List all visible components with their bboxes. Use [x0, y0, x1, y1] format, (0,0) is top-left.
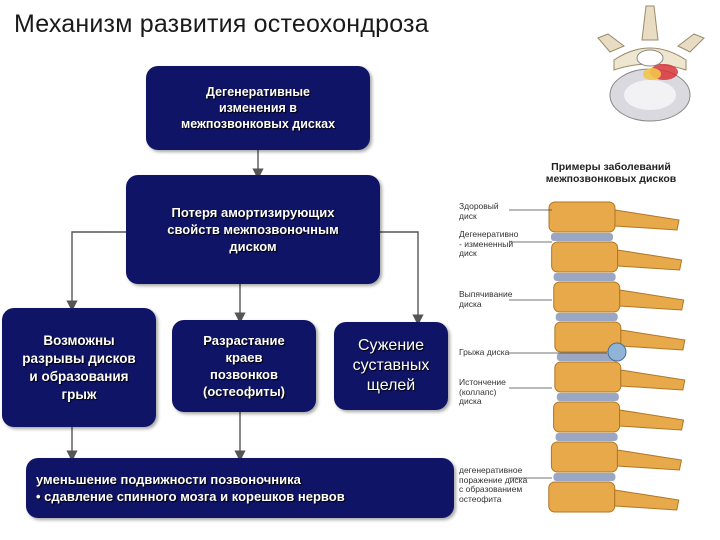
label-disc-hernia: Грыжа диска	[459, 347, 510, 357]
arrow-loss-to-tears	[66, 231, 126, 312]
arrow-loss-to-narrow	[380, 231, 424, 326]
vertebra-body	[550, 441, 618, 473]
degeneration-box: Дегенеративные изменения в межпозвонковы…	[146, 66, 370, 150]
vertebra-body	[548, 481, 616, 513]
vertebra-process	[614, 209, 680, 231]
disc-hernia-mark	[607, 342, 627, 362]
vertebra-process	[617, 249, 683, 271]
label-disc-protrusion: Выпячивание диска	[459, 289, 513, 309]
label-disc-thinning: Истончение (коллапс) диска	[459, 377, 506, 406]
intervertebral-disc	[555, 313, 618, 321]
vertebra-process	[619, 409, 685, 431]
intervertebral-disc	[556, 353, 619, 361]
vertebra-process	[616, 449, 683, 471]
intervertebral-disc	[553, 473, 616, 481]
osteophytes-box: Разрастание краев позвонков (остеофиты)	[172, 320, 316, 412]
intervertebral-disc	[555, 433, 618, 441]
vertebra-process	[620, 329, 686, 351]
vertebra-body	[548, 201, 616, 233]
intervertebral-disc	[556, 393, 619, 401]
illustration-title: Примеры заболеваний межпозвонковых диско…	[545, 161, 677, 185]
vertebra-body	[554, 361, 622, 393]
label-degenerated-disc: Дегенеративно - измененный диск	[459, 229, 519, 258]
page-title: Механизм развития остеохондроза	[14, 10, 429, 38]
label-osteophyte-disc: дегенеративное поражение диска с образов…	[459, 465, 528, 504]
vertebra-process	[614, 489, 680, 511]
spine-image	[509, 201, 686, 513]
vertebra-process	[620, 369, 686, 391]
joint-narrowing-box: Сужение суставных щелей	[334, 322, 448, 410]
vertebra-body	[551, 241, 619, 273]
vertebra-cross-section-image	[597, 5, 705, 122]
vertebra-process	[619, 289, 685, 311]
intervertebral-disc	[553, 273, 616, 281]
intervertebral-disc	[551, 233, 613, 241]
vertebra-body	[553, 401, 621, 433]
label-healthy-disc: Здоровый диск	[459, 201, 499, 221]
shock-absorption-loss-box: Потеря амортизирующих свойств межпозвоно…	[126, 175, 380, 284]
disc-tears-hernia-box: Возможны разрывы дисков и образования гр…	[2, 308, 156, 427]
vertebra-body	[553, 281, 621, 313]
spine-disc-diseases-illustration: Примеры заболеваний межпозвонковых диско…	[457, 152, 719, 524]
consequences-box: уменьшение подвижности позвоночника • сд…	[26, 458, 454, 518]
